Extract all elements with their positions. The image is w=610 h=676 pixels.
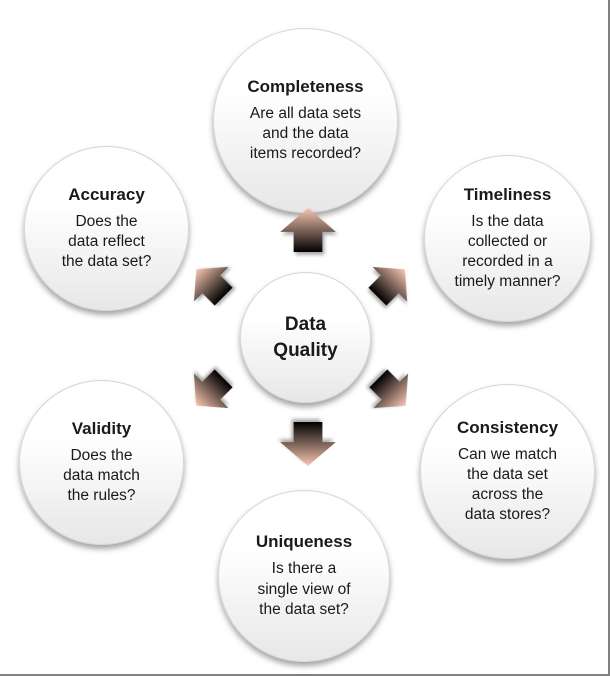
node-completeness: Completeness Are all data sets and the d… [213,28,398,213]
node-accuracy-title: Accuracy [68,184,145,204]
node-consistency-title: Consistency [456,417,559,437]
node-uniqueness-question: Is there a single view of the data set? [257,560,351,618]
node-accuracy: Accuracy Does the data reflect the data … [24,146,189,311]
node-uniqueness: Uniqueness Is there a single view of the… [218,490,390,662]
node-timeliness-title: Timeliness [463,184,552,204]
node-completeness-question: Are all data sets and the data items rec… [249,104,362,163]
arrow-down-left-icon [193,369,233,409]
node-accuracy-question: Does the data reflect the data set? [61,212,152,271]
arrow-up-icon [280,207,336,253]
center-title: Data Quality [273,313,338,361]
arrow-down-icon [280,421,336,467]
node-timeliness-question: Is the data collected or recorded in a t… [454,212,561,291]
node-validity-question: Does the data match the rules? [63,446,140,505]
node-validity: Validity Does the data match the rules? [19,380,184,545]
node-data-quality: Data Quality [240,272,371,403]
node-completeness-title: Completeness [247,76,364,96]
node-consistency-question: Can we match the data set across the dat… [457,445,558,524]
arrow-up-left-icon [193,266,233,306]
node-timeliness: Timeliness Is the data collected or reco… [424,155,591,322]
arrow-down-right-icon [369,369,409,409]
node-consistency: Consistency Can we match the data set ac… [420,384,595,559]
node-uniqueness-title: Uniqueness [255,532,353,552]
arrow-up-right-icon [368,266,408,306]
node-validity-title: Validity [71,418,132,438]
